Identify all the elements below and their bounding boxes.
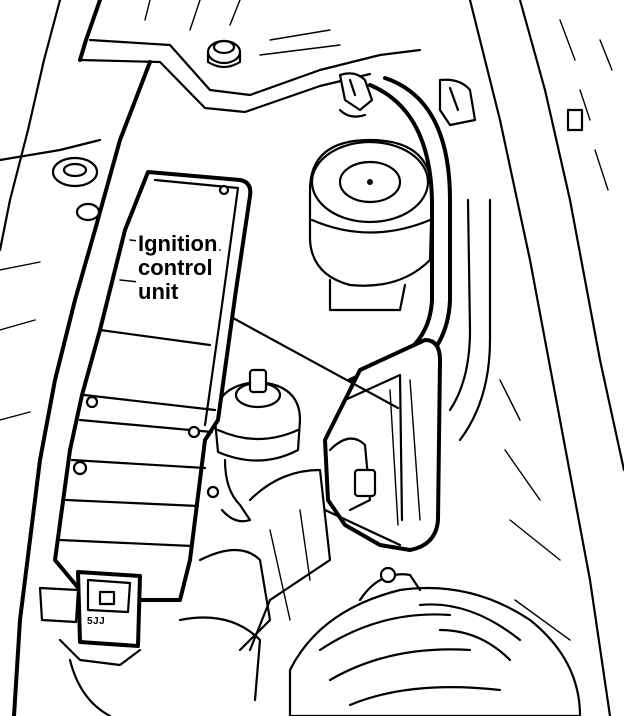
part-code-label: 5JJ — [87, 616, 106, 627]
module-connector-plug — [38, 570, 142, 716]
ignition-control-unit-label: Ignition control unit — [136, 231, 220, 304]
ignition-control-unit — [323, 338, 442, 552]
intake-hose — [288, 566, 582, 716]
reservoir-bottle — [213, 368, 302, 523]
callout-line-2: control — [138, 255, 213, 280]
right-side-wall — [468, 0, 624, 716]
callout-line-1: Ignition — [138, 231, 218, 256]
alternator-motor — [308, 138, 434, 312]
callout-line-3: unit — [138, 279, 179, 304]
left-fender-frame — [0, 0, 422, 716]
bolt-head-icon — [206, 39, 242, 69]
grommet-icon — [51, 156, 101, 222]
hose-clip-icon — [338, 72, 477, 127]
engine-block — [178, 468, 332, 702]
